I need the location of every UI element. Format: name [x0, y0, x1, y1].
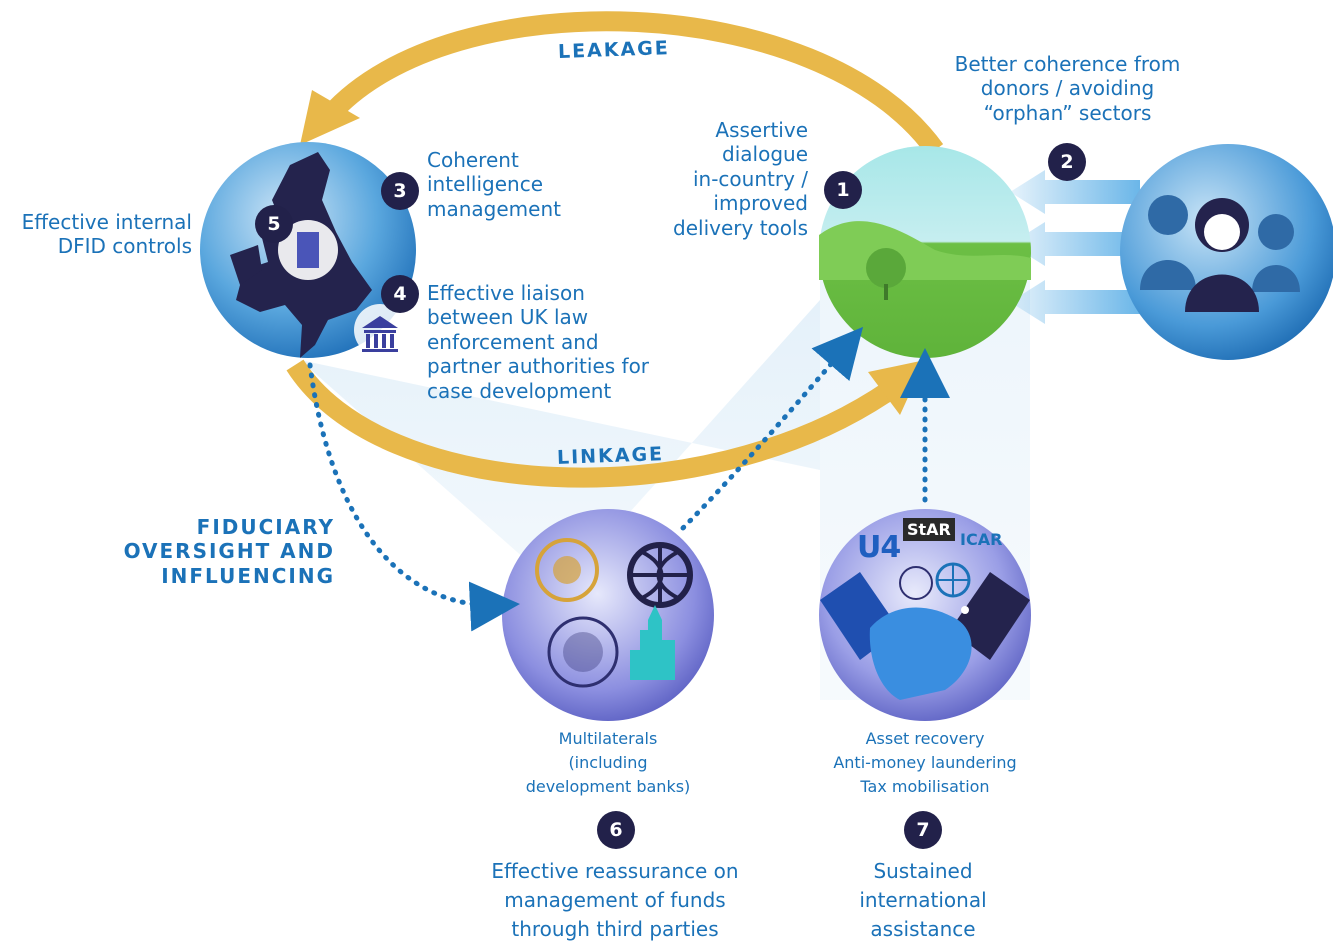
multilaterals-caption-line-3: development banks) [525, 777, 691, 796]
label-6: Effective reassurance on management of f… [468, 857, 762, 944]
imf-small-icon [899, 566, 933, 600]
multilateral-dotted-arrow [680, 326, 864, 531]
tree-trunk [884, 284, 888, 300]
label-4-line-5: case development [427, 378, 612, 403]
label-5-line-1: Effective internal [21, 210, 192, 234]
badge-4: 4 [381, 275, 419, 313]
label-2-line-1: Better coherence from [954, 52, 1181, 76]
label-4-line-4: partner authorities for [427, 354, 650, 379]
label-2-line-3: “orphan” sectors [983, 100, 1152, 125]
assistance-caption-line-3: Tax mobilisation [860, 777, 990, 796]
un-globe [553, 556, 581, 584]
label-7: Sustained international assistance [823, 857, 1023, 944]
leakage-arc [322, 11, 944, 156]
label-2-line-2: donors / avoiding [980, 76, 1155, 101]
label-3-line-1: Coherent [427, 148, 519, 172]
fiduciary-label: FIDUCIARY OVERSIGHT AND INFLUENCING [75, 515, 335, 588]
badge-7: 7 [904, 811, 942, 849]
label-4-line-1: Effective liaison [427, 281, 585, 305]
label-1: Assertive dialogue in-country / improved… [608, 118, 808, 240]
donor-arrows [1010, 170, 1140, 324]
badge-6: 6 [597, 811, 635, 849]
linkage-arc [286, 359, 896, 488]
skyline-icon [630, 605, 662, 680]
label-7-line-3: assistance [870, 917, 976, 941]
label-4: Effective liaison between UK law enforce… [427, 281, 649, 403]
background-beam-left [300, 300, 820, 590]
building-shape [297, 232, 319, 268]
multilaterals-caption-line-2: (including [568, 753, 648, 772]
tree-icon [866, 248, 906, 288]
imf-seal-icon [547, 616, 619, 688]
label-3: Coherent intelligence management [427, 148, 561, 221]
badge-1: 1 [824, 171, 862, 209]
assistance-caption-line-1: Asset recovery [865, 729, 985, 748]
label-4-line-2: between UK law [427, 305, 589, 330]
label-6-line-3: through third parties [511, 917, 719, 941]
multilaterals-caption-line-1: Multilaterals [558, 729, 658, 748]
label-7-line-1: Sustained [873, 859, 973, 883]
badge-3: 3 [381, 172, 419, 210]
star-logo: StAR [903, 518, 955, 541]
label-1-line-3: in-country / [692, 166, 808, 191]
badge-5: 5 [255, 205, 293, 243]
label-7-line-2: international [859, 888, 987, 912]
ireland-map-icon [230, 245, 262, 285]
label-6-line-1: Effective reassurance on [491, 859, 739, 883]
donors-circle [1120, 144, 1333, 360]
people-icon [1140, 195, 1300, 312]
assistance-caption: Asset recovery Anti-money laundering Tax… [805, 727, 1045, 799]
label-1-line-1: Assertive [715, 118, 808, 142]
pillars-shape [362, 316, 398, 352]
fiduciary-line-2: OVERSIGHT AND [123, 539, 335, 564]
fiduciary-line-1: FIDUCIARY [196, 515, 335, 539]
assistance-caption-line-2: Anti-money laundering [833, 753, 1017, 772]
icar-logo: ICAR [960, 530, 1003, 549]
label-4-line-3: enforcement and [427, 329, 599, 354]
label-5-line-2: DFID controls [57, 234, 192, 259]
multilaterals-caption: Multilaterals (including development ban… [508, 727, 708, 799]
badge-2: 2 [1048, 143, 1086, 181]
label-3-line-2: intelligence [427, 172, 544, 197]
label-3-line-3: management [427, 196, 561, 221]
label-2: Better coherence from donors / avoiding … [940, 52, 1195, 125]
fiduciary-line-3: INFLUENCING [161, 563, 335, 588]
un-emblem-icon [535, 538, 599, 602]
linkage-label: LINKAGE [556, 443, 665, 469]
leakage-arrowhead [300, 90, 360, 145]
multilaterals-circle [502, 509, 714, 721]
fiduciary-dotted-arrow [307, 362, 520, 632]
label-6-line-2: management of funds [504, 888, 726, 912]
leakage-label: LEAKAGE [557, 37, 671, 63]
handshake-icon [820, 572, 1030, 700]
label-5: Effective internal DFID controls [6, 210, 192, 259]
label-1-line-2: dialogue [722, 142, 808, 167]
u4-logo: U4 [857, 530, 901, 565]
label-1-line-4: improved [713, 191, 808, 216]
label-1-line-5: delivery tools [673, 215, 808, 240]
